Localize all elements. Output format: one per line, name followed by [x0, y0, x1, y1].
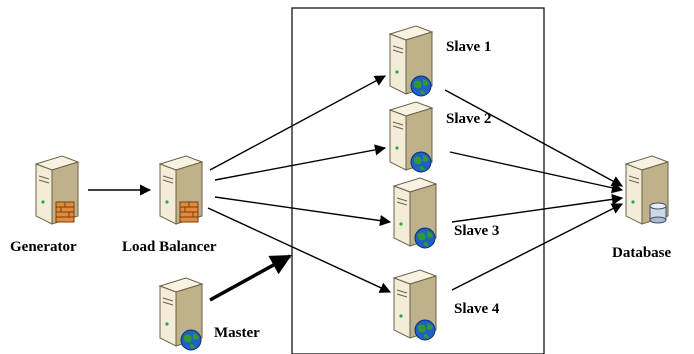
- globe-badge-icon: [180, 329, 202, 351]
- edge-lb-to-slave1: [209, 75, 386, 171]
- edge-lb-to-slave3: [214, 196, 392, 227]
- master-server-icon: [146, 272, 210, 352]
- edge-slave3-to-database: [451, 193, 624, 223]
- slave4-label: Slave 4: [454, 301, 500, 317]
- slave-group-box: [291, 7, 545, 354]
- edge-slave4-to-database: [451, 203, 623, 291]
- slave4-server-icon: [380, 264, 444, 344]
- load-balancer-server-icon: [146, 150, 210, 230]
- slave3-label: Slave 3: [454, 223, 500, 239]
- slave2-label: Slave 2: [446, 111, 492, 127]
- slave3-server-icon: [380, 172, 444, 252]
- edge-lb-to-slave4: [207, 207, 392, 293]
- firewall-badge-icon: [179, 201, 199, 223]
- edge-master-to-slaves: [209, 254, 292, 302]
- globe-badge-icon: [414, 227, 436, 249]
- globe-badge-icon: [414, 319, 436, 341]
- database-cylinder-icon: [649, 202, 667, 224]
- database-server-icon: [612, 150, 676, 230]
- edge-slave1-to-database: [444, 89, 623, 187]
- slave1-label: Slave 1: [446, 39, 492, 55]
- slave1-server-icon: [376, 20, 440, 100]
- generator-server-icon: [22, 150, 86, 230]
- globe-badge-icon: [410, 151, 432, 173]
- globe-badge-icon: [410, 75, 432, 97]
- firewall-badge-icon: [55, 201, 75, 223]
- edge-lb-to-slave2: [214, 144, 387, 181]
- database-label: Database: [612, 245, 672, 261]
- load-balancer-label: Load Balancer: [122, 239, 217, 255]
- master-label: Master: [214, 325, 260, 341]
- slave2-server-icon: [376, 96, 440, 176]
- edge-slave2-to-database: [449, 151, 624, 194]
- generator-label: Generator: [10, 239, 77, 255]
